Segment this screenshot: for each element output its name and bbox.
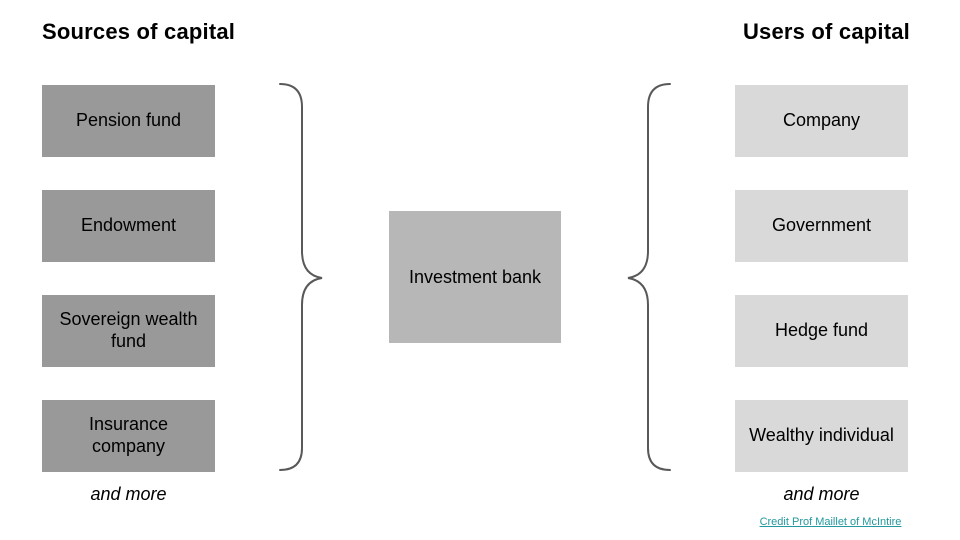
credit-link[interactable]: Credit Prof Maillet of McIntire <box>759 516 902 528</box>
source-box-pension-fund: Pension fund <box>42 85 215 157</box>
investment-bank-label: Investment bank <box>408 266 542 287</box>
right-brace-shape <box>627 83 671 471</box>
user-box-wealthy-individual: Wealthy individual <box>735 400 908 472</box>
user-box-hedge-fund: Hedge fund <box>735 295 908 367</box>
source-box-endowment: Endowment <box>42 190 215 262</box>
users-of-capital-heading: Users of capital <box>742 19 910 44</box>
source-box-label: Insurance company <box>88 414 169 456</box>
source-box-insurance-company: Insurance company <box>42 400 215 472</box>
source-box-label: Pension fund <box>75 110 182 131</box>
users-and-more-note: and more <box>783 484 860 504</box>
user-box-label: Government <box>771 215 872 236</box>
user-box-company: Company <box>735 85 908 157</box>
sources-and-more-note: and more <box>90 484 167 504</box>
investment-bank-box: Investment bank <box>389 211 561 343</box>
credit-line: Credit Prof Maillet of McIntire <box>744 516 917 528</box>
user-box-label: Hedge fund <box>774 320 869 341</box>
source-box-sovereign-wealth-fund: Sovereign wealth fund <box>42 295 215 367</box>
user-box-government: Government <box>735 190 908 262</box>
sources-of-capital-heading: Sources of capital <box>42 19 236 44</box>
user-box-label: Wealthy individual <box>749 425 894 446</box>
source-box-label: Endowment <box>80 215 177 236</box>
user-box-label: Company <box>782 110 861 131</box>
left-brace-shape <box>279 83 323 471</box>
source-box-label: Sovereign wealth fund <box>59 309 198 351</box>
